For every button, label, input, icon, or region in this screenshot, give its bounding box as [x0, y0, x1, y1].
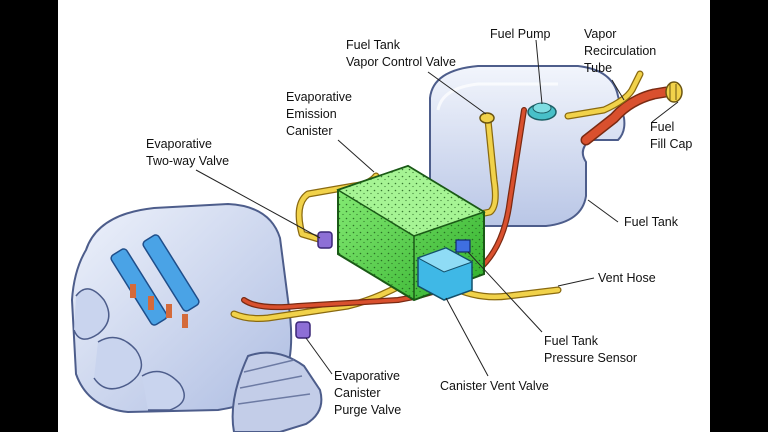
evap-system-diagram: Fuel Tank Vapor Control Valve Fuel Pump … — [70, 27, 692, 432]
label-evaporative-two-way-valve: Evaporative Two-way Valve — [146, 137, 229, 168]
fuel-fill-cap-shape — [665, 81, 683, 103]
label-fuel-fill-cap: Fuel Fill Cap — [650, 120, 692, 151]
purge-valve-shape — [295, 321, 311, 339]
two-way-valve-shape — [317, 231, 333, 249]
label-canister-vent-valve: Canister Vent Valve — [440, 379, 549, 393]
label-fuel-tank: Fuel Tank — [624, 215, 679, 229]
label-fuel-tank-pressure-sensor: Fuel Tank Pressure Sensor — [544, 334, 637, 365]
label-vapor-recirculation-tube: Vapor Recirculation Tube — [584, 27, 660, 75]
label-fuel-tank-vapor-control-valve: Fuel Tank Vapor Control Valve — [346, 38, 456, 69]
label-fuel-pump: Fuel Pump — [490, 27, 550, 41]
leader-lines — [195, 39, 679, 377]
pressure-sensor-shape — [455, 239, 471, 253]
vapor-control-valve-shape — [479, 112, 495, 124]
fuel-pump-shape — [527, 102, 557, 121]
label-evaporative-emission-canister: Evaporative Emission Canister — [286, 90, 356, 138]
label-evaporative-canister-purge-valve: Evaporative Canister Purge Valve — [334, 369, 404, 417]
engine-shape — [70, 202, 323, 432]
diagram-stage: Fuel Tank Vapor Control Valve Fuel Pump … — [58, 0, 710, 432]
label-vent-hose: Vent Hose — [598, 271, 656, 285]
canister-vent-valve-shape — [416, 247, 474, 301]
